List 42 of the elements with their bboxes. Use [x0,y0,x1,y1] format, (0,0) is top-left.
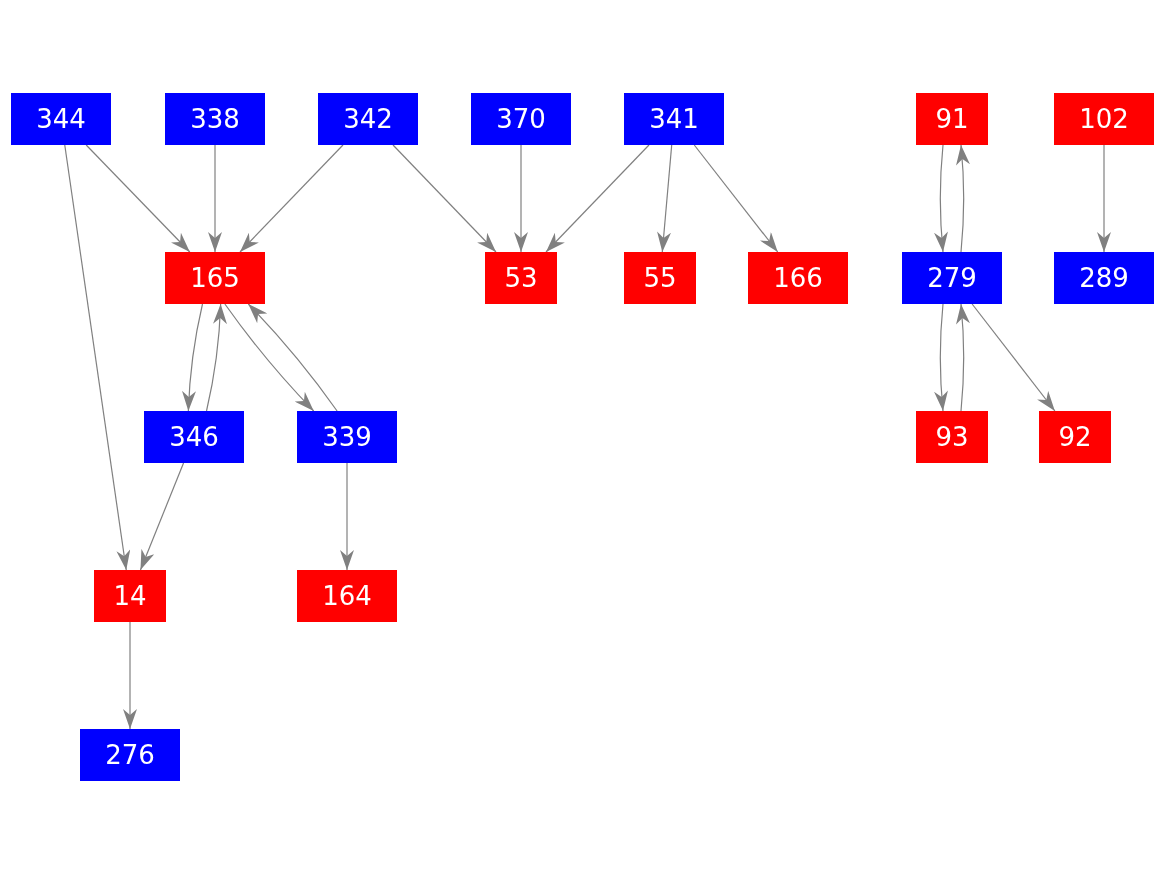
arrow [224,303,315,412]
arrow [514,144,528,253]
node-box: 102 [1054,93,1154,145]
arrow [934,303,949,412]
arrow [693,144,779,253]
arrow [64,144,131,571]
node-box: 53 [485,252,557,304]
node-box: 92 [1039,411,1111,463]
node-box: 279 [902,252,1002,304]
node-box: 55 [624,252,696,304]
node-box: 341 [624,93,724,145]
arrow [934,144,949,253]
node-box: 342 [318,93,418,145]
node-box: 164 [297,570,397,622]
node-box: 339 [297,411,397,463]
node-box: 289 [1054,252,1154,304]
arrow [182,303,204,412]
node-box: 165 [165,252,265,304]
arrow [123,621,137,730]
arrow [247,303,338,412]
node-box: 91 [916,93,988,145]
node-box: 276 [80,729,180,781]
node-box: 344 [11,93,111,145]
arrow [392,144,497,253]
arrow [971,303,1056,412]
node-box: 14 [94,570,166,622]
arrow [955,303,970,412]
arrow [955,144,970,253]
arrow [139,462,185,571]
arrow [208,144,222,253]
node-box: 370 [471,93,571,145]
arrow [340,462,354,571]
arrow [657,144,673,253]
arrow [545,144,650,253]
arrow [205,303,227,412]
arrow [85,144,191,253]
arrow [1097,144,1111,253]
arrow [239,144,344,253]
node-box: 166 [748,252,848,304]
node-box: 346 [144,411,244,463]
node-box: 338 [165,93,265,145]
node-box: 93 [916,411,988,463]
